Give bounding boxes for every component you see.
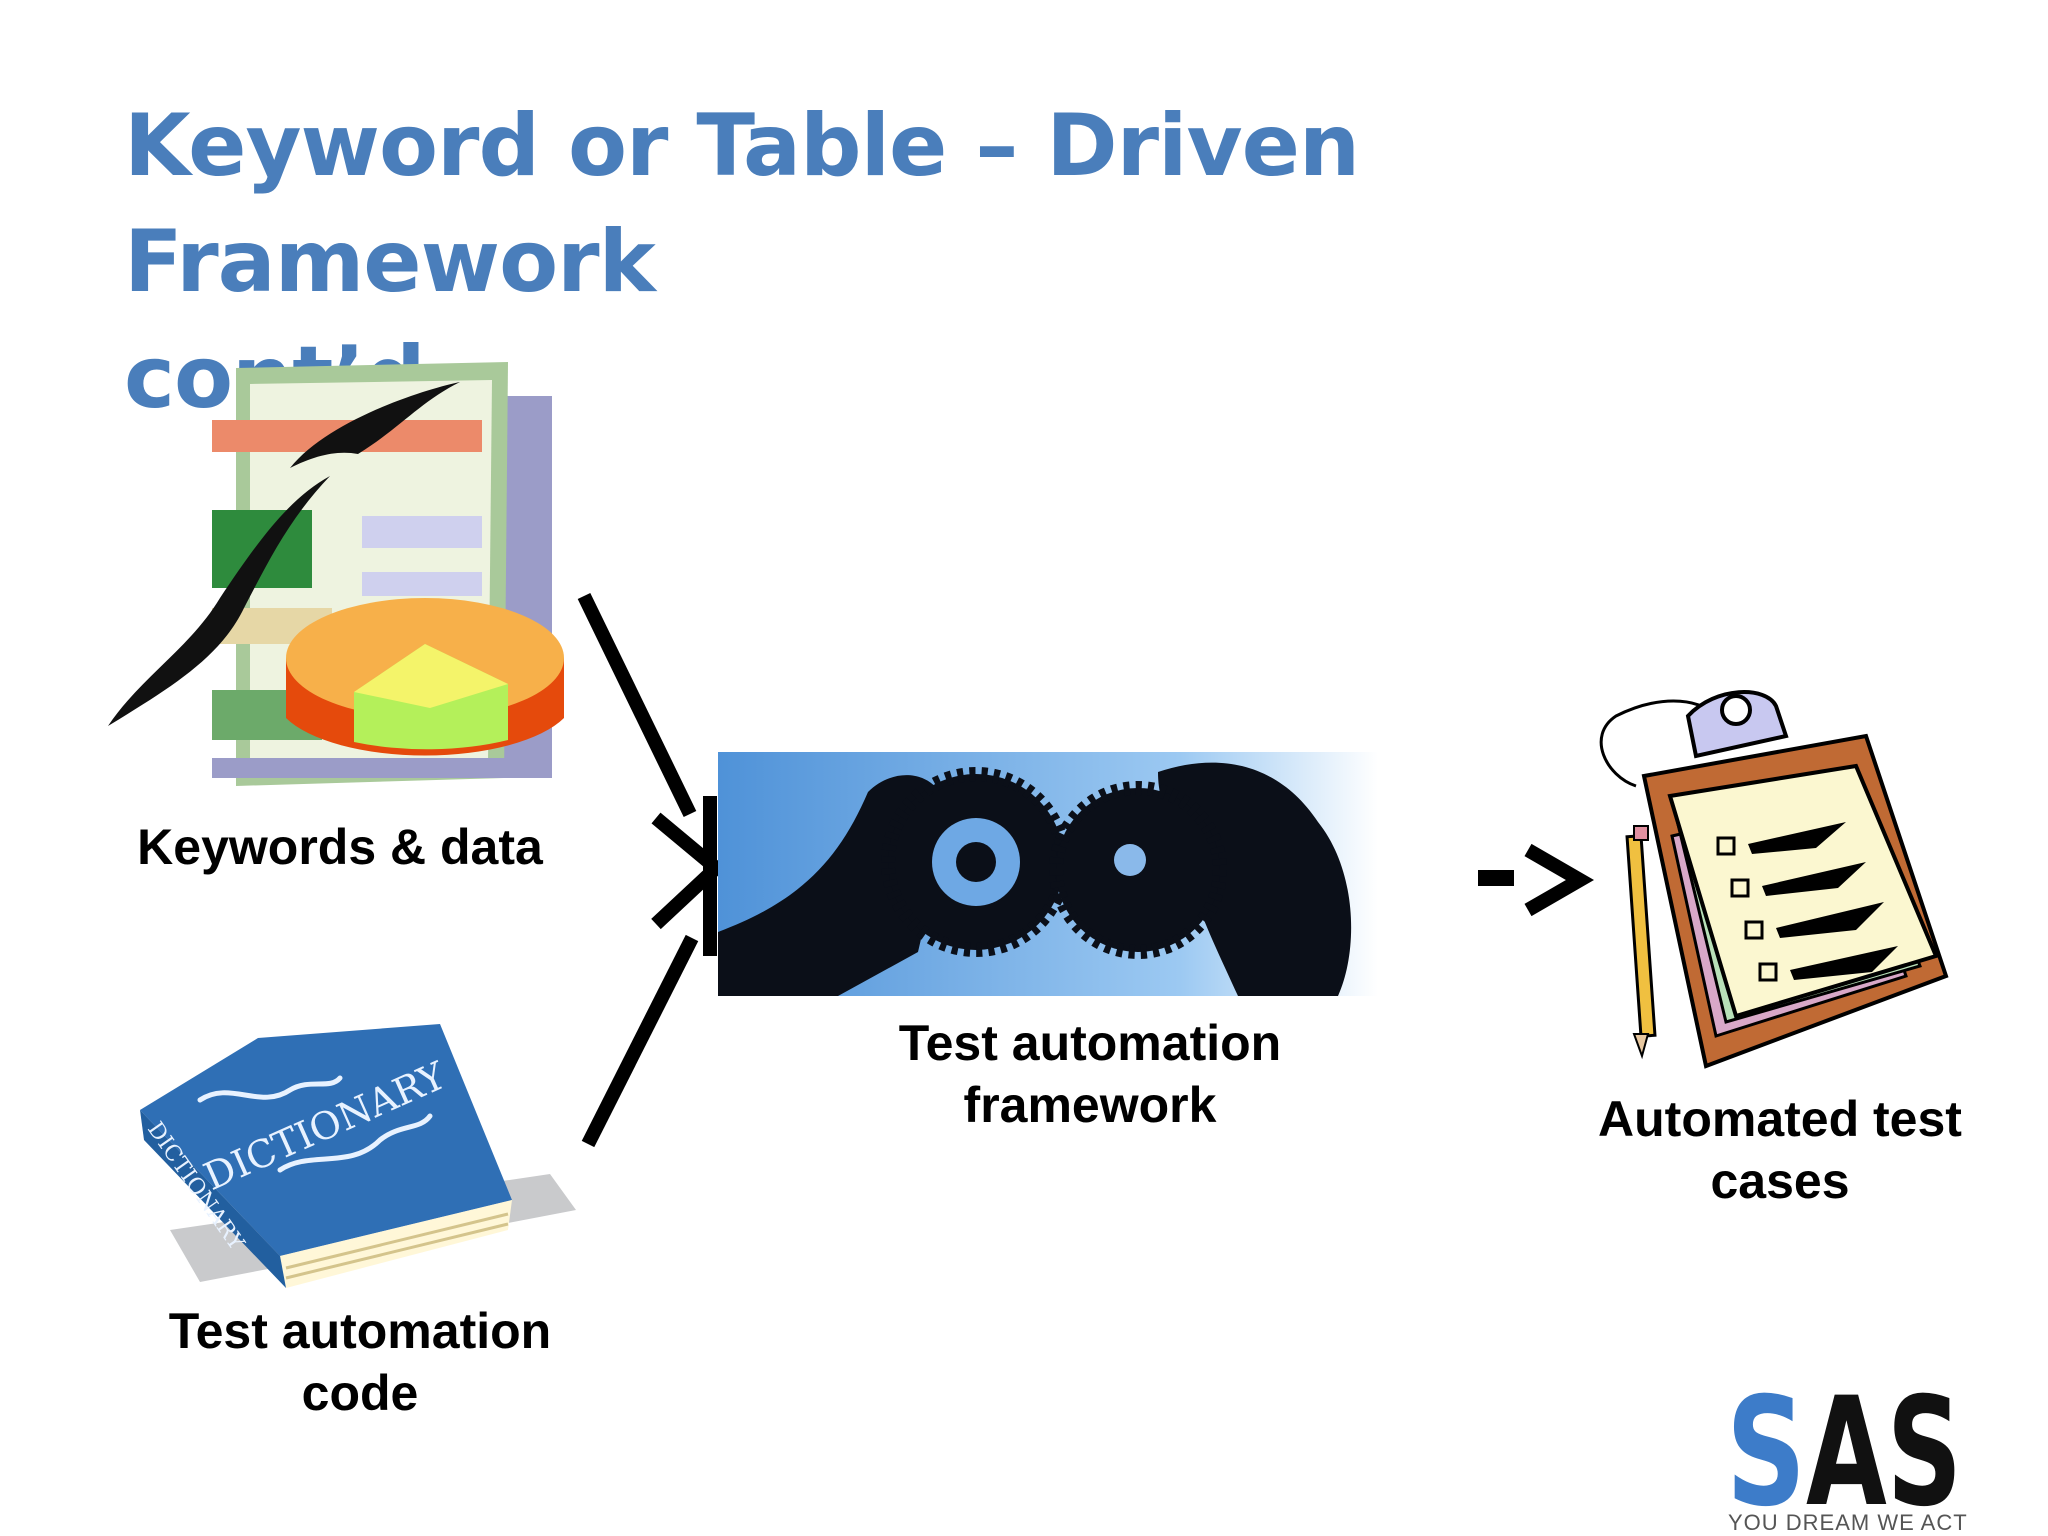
sas-logo: S AS xyxy=(1726,1388,1962,1508)
framework-label-line-1: Test automation xyxy=(898,1015,1282,1071)
gears-hands-icon xyxy=(718,752,1378,996)
cases-label: Automated test cases xyxy=(1560,1088,2000,1212)
title-line-1: Keyword or Table – Driven Framework xyxy=(124,96,1360,312)
keywords-data-label: Keywords & data xyxy=(137,819,543,875)
output-arrow-icon xyxy=(1478,843,1595,917)
spreadsheet-chart-icon xyxy=(108,362,564,786)
code-label-line-2: code xyxy=(301,1365,419,1421)
code-label: Test automation code xyxy=(140,1300,580,1424)
code-label-line-1: Test automation xyxy=(168,1303,552,1359)
framework-label: Test automation framework xyxy=(880,1012,1300,1136)
logo-tagline: YOU DREAM WE ACT xyxy=(1728,1510,1968,1535)
slide-title: Keyword or Table – Driven Framework cont… xyxy=(124,88,1824,436)
cases-label-line-2: cases xyxy=(1710,1153,1850,1209)
cases-label-line-1: Automated test xyxy=(1598,1091,1962,1147)
clipboard-checklist-icon xyxy=(1599,690,1949,1069)
svg-text:AS: AS xyxy=(1806,1388,1962,1508)
dictionary-book-icon: DICTIONARY DICTIONARY xyxy=(140,1024,576,1288)
svg-text:S: S xyxy=(1726,1388,1806,1508)
framework-label-line-2: framework xyxy=(963,1077,1217,1133)
converging-arrows xyxy=(577,592,727,1148)
